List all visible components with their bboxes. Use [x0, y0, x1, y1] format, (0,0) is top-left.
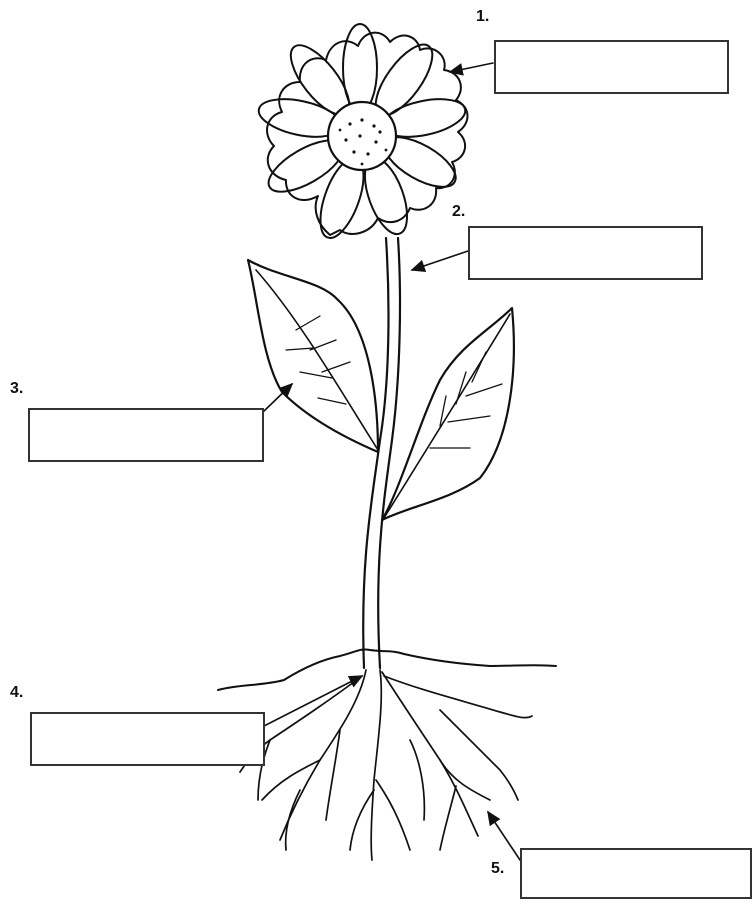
- answer-box-1[interactable]: [494, 40, 729, 94]
- label-arrows: [263, 63, 520, 860]
- label-number-2: 2.: [452, 203, 465, 221]
- label-number-1: 1.: [476, 8, 489, 26]
- right-leaf: [382, 308, 514, 520]
- answer-box-5[interactable]: [520, 848, 752, 899]
- arrow-2: [412, 251, 468, 270]
- arrow-5: [488, 812, 520, 860]
- answer-box-2[interactable]: [468, 226, 703, 280]
- label-number-3: 3.: [10, 380, 23, 398]
- soil-line: [218, 649, 556, 690]
- left-leaf: [248, 260, 378, 452]
- flower-center: [328, 102, 396, 170]
- flower: [255, 24, 468, 243]
- arrow-1: [450, 63, 493, 72]
- answer-box-4[interactable]: [30, 712, 265, 766]
- label-number-4: 4.: [10, 684, 23, 702]
- answer-box-3[interactable]: [28, 408, 264, 462]
- arrow-4: [264, 676, 362, 726]
- stem: [363, 238, 400, 668]
- label-number-5: 5.: [491, 860, 504, 878]
- roots: [240, 670, 532, 860]
